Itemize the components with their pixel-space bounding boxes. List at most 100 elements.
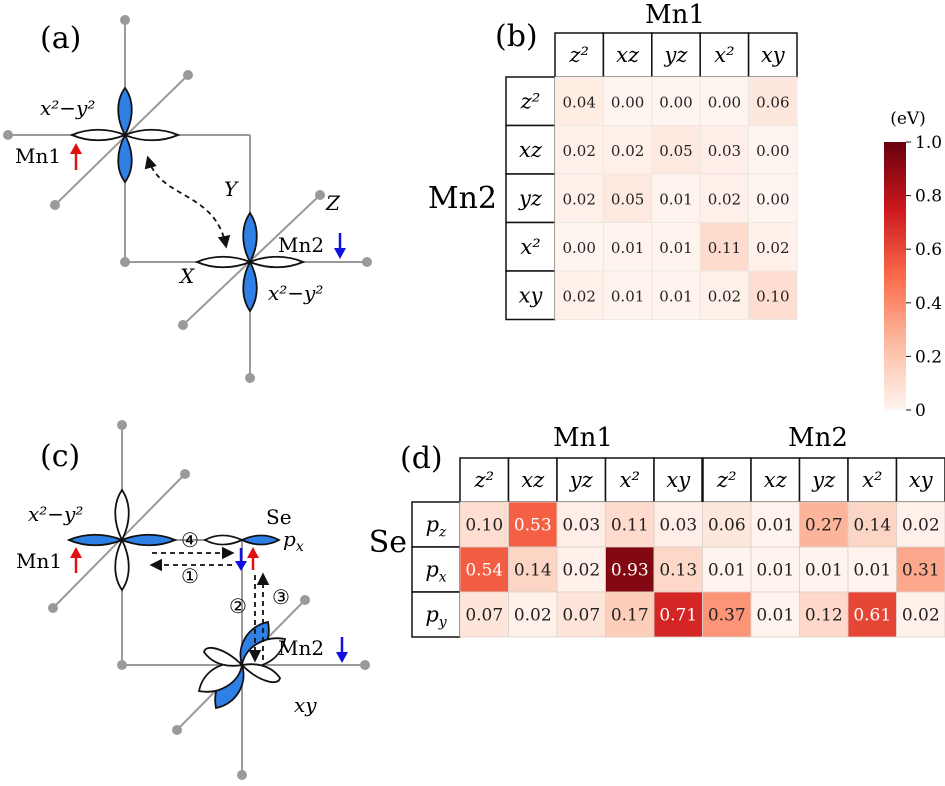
col-header: x² — [862, 468, 882, 492]
col-header-box — [604, 457, 655, 503]
col-header-box — [602, 32, 653, 78]
heatmap-cell — [651, 270, 701, 320]
row-header-box — [411, 546, 461, 593]
col-header: yz — [811, 468, 836, 492]
heatmap-d-group-mn2: Mn2 — [788, 423, 848, 453]
cell-value: 0.14 — [853, 516, 891, 536]
spin-up-arrow-c — [70, 547, 82, 573]
cell-value: 0.02 — [756, 239, 789, 257]
spin-down-arrow-c2 — [336, 637, 348, 663]
axis-label-y: Y — [224, 177, 239, 201]
heatmap-cell — [653, 546, 703, 593]
cell-value: 0.53 — [514, 516, 552, 536]
colorbar-tick-label: 0.8 — [915, 187, 942, 207]
row-header: xz — [519, 138, 543, 162]
cell-value: 0.06 — [756, 93, 789, 111]
col-header-box — [507, 457, 558, 503]
step-2-marker: ② — [229, 594, 247, 618]
mn2-orbital-x2y2 — [194, 211, 306, 313]
cell-value: 0.00 — [756, 190, 789, 208]
cell-value: 0.00 — [659, 93, 692, 111]
cell-value: 0.07 — [465, 606, 503, 626]
cell-value: 0.00 — [562, 239, 595, 257]
col-header: yz — [664, 43, 689, 67]
cell-value: 0.01 — [611, 287, 644, 305]
cell-value: 0.31 — [902, 561, 940, 581]
cell-value: 0.05 — [659, 142, 692, 160]
row-header-box — [505, 76, 556, 127]
orbital-label-a-mn2: x²−y² — [268, 281, 323, 305]
cell-value: 0.71 — [659, 606, 697, 626]
cell-value: 0.01 — [853, 561, 891, 581]
heatmap-cell — [508, 546, 558, 593]
panel-c: (c) — [16, 420, 370, 780]
colorbar-tick-label: 0.4 — [915, 294, 942, 314]
col-header: yz — [569, 468, 594, 492]
spin-up-arrow-se — [247, 547, 259, 570]
heatmap-cell — [750, 501, 800, 548]
cell-value: 0.12 — [805, 606, 843, 626]
heatmap-cell — [556, 591, 606, 638]
cell-value: 0.03 — [708, 142, 741, 160]
row-header-box — [411, 501, 461, 548]
mn1-orbital-x2y2 — [69, 86, 181, 184]
heatmap-cell — [605, 501, 655, 548]
cell-value: 0.17 — [611, 606, 649, 626]
heatmap-cell — [748, 76, 798, 126]
heatmap-cell — [459, 591, 509, 638]
cell-value: 0.01 — [756, 516, 794, 536]
col-header: xy — [761, 43, 786, 67]
col-header: z² — [474, 468, 494, 492]
heatmap-d-group-mn1: Mn1 — [553, 423, 613, 453]
heatmap-cell — [748, 222, 798, 272]
colorbar-unit: (eV) — [890, 109, 926, 129]
heatmap-cell — [653, 501, 703, 548]
col-header-box — [651, 32, 701, 78]
heatmap-cell — [699, 76, 750, 126]
mn1-orbital-c — [66, 488, 178, 592]
cell-value: 0.01 — [611, 239, 644, 257]
heatmap-cell — [748, 173, 798, 223]
cell-value: 0.14 — [514, 561, 552, 581]
heatmap-d-row-group: Se — [369, 525, 407, 560]
cell-value: 0.04 — [562, 93, 595, 111]
col-header: xz — [764, 468, 788, 492]
cell-value: 0.02 — [562, 190, 595, 208]
cell-value: 0.93 — [611, 561, 649, 581]
heatmap-cell — [605, 546, 655, 593]
spin-up-arrow-a — [70, 143, 82, 170]
heatmap-cell — [699, 270, 750, 320]
cell-value: 0.02 — [902, 606, 940, 626]
cell-value: 0.02 — [902, 516, 940, 536]
orbital-label-c-mn2: xy — [294, 693, 317, 717]
row-header: xy — [519, 283, 544, 307]
heatmap-cell — [651, 76, 701, 126]
heatmap-cell — [699, 222, 750, 272]
heatmap-cell — [847, 591, 897, 638]
cell-value: 0.01 — [756, 561, 794, 581]
cell-value: 0.01 — [659, 190, 692, 208]
cell-value: 0.11 — [611, 516, 649, 536]
heatmap-cell — [554, 125, 604, 175]
colorbar-ramp — [884, 142, 906, 410]
cell-value: 0.01 — [659, 287, 692, 305]
lattice-lines-c — [52, 425, 365, 775]
col-header: z² — [568, 43, 588, 67]
cell-value: 0.02 — [562, 287, 595, 305]
mn1-lattice-lines — [8, 20, 251, 263]
col-header-box — [699, 32, 750, 78]
col-header: xy — [666, 468, 691, 492]
row-header-box — [505, 221, 556, 272]
mn1-label-c: Mn1 — [16, 549, 62, 573]
cell-value: 0.05 — [611, 190, 644, 208]
heatmap-cell — [748, 125, 798, 175]
cell-value: 0.01 — [708, 561, 746, 581]
cell-value: 0.11 — [708, 239, 741, 257]
row-header: px — [425, 558, 446, 586]
cell-value: 0.37 — [708, 606, 746, 626]
panel-a: (a) — [3, 15, 372, 383]
heatmap-cell — [554, 270, 604, 320]
mn2-orbital-xy — [197, 620, 287, 710]
px-label-sub: x — [296, 539, 304, 555]
